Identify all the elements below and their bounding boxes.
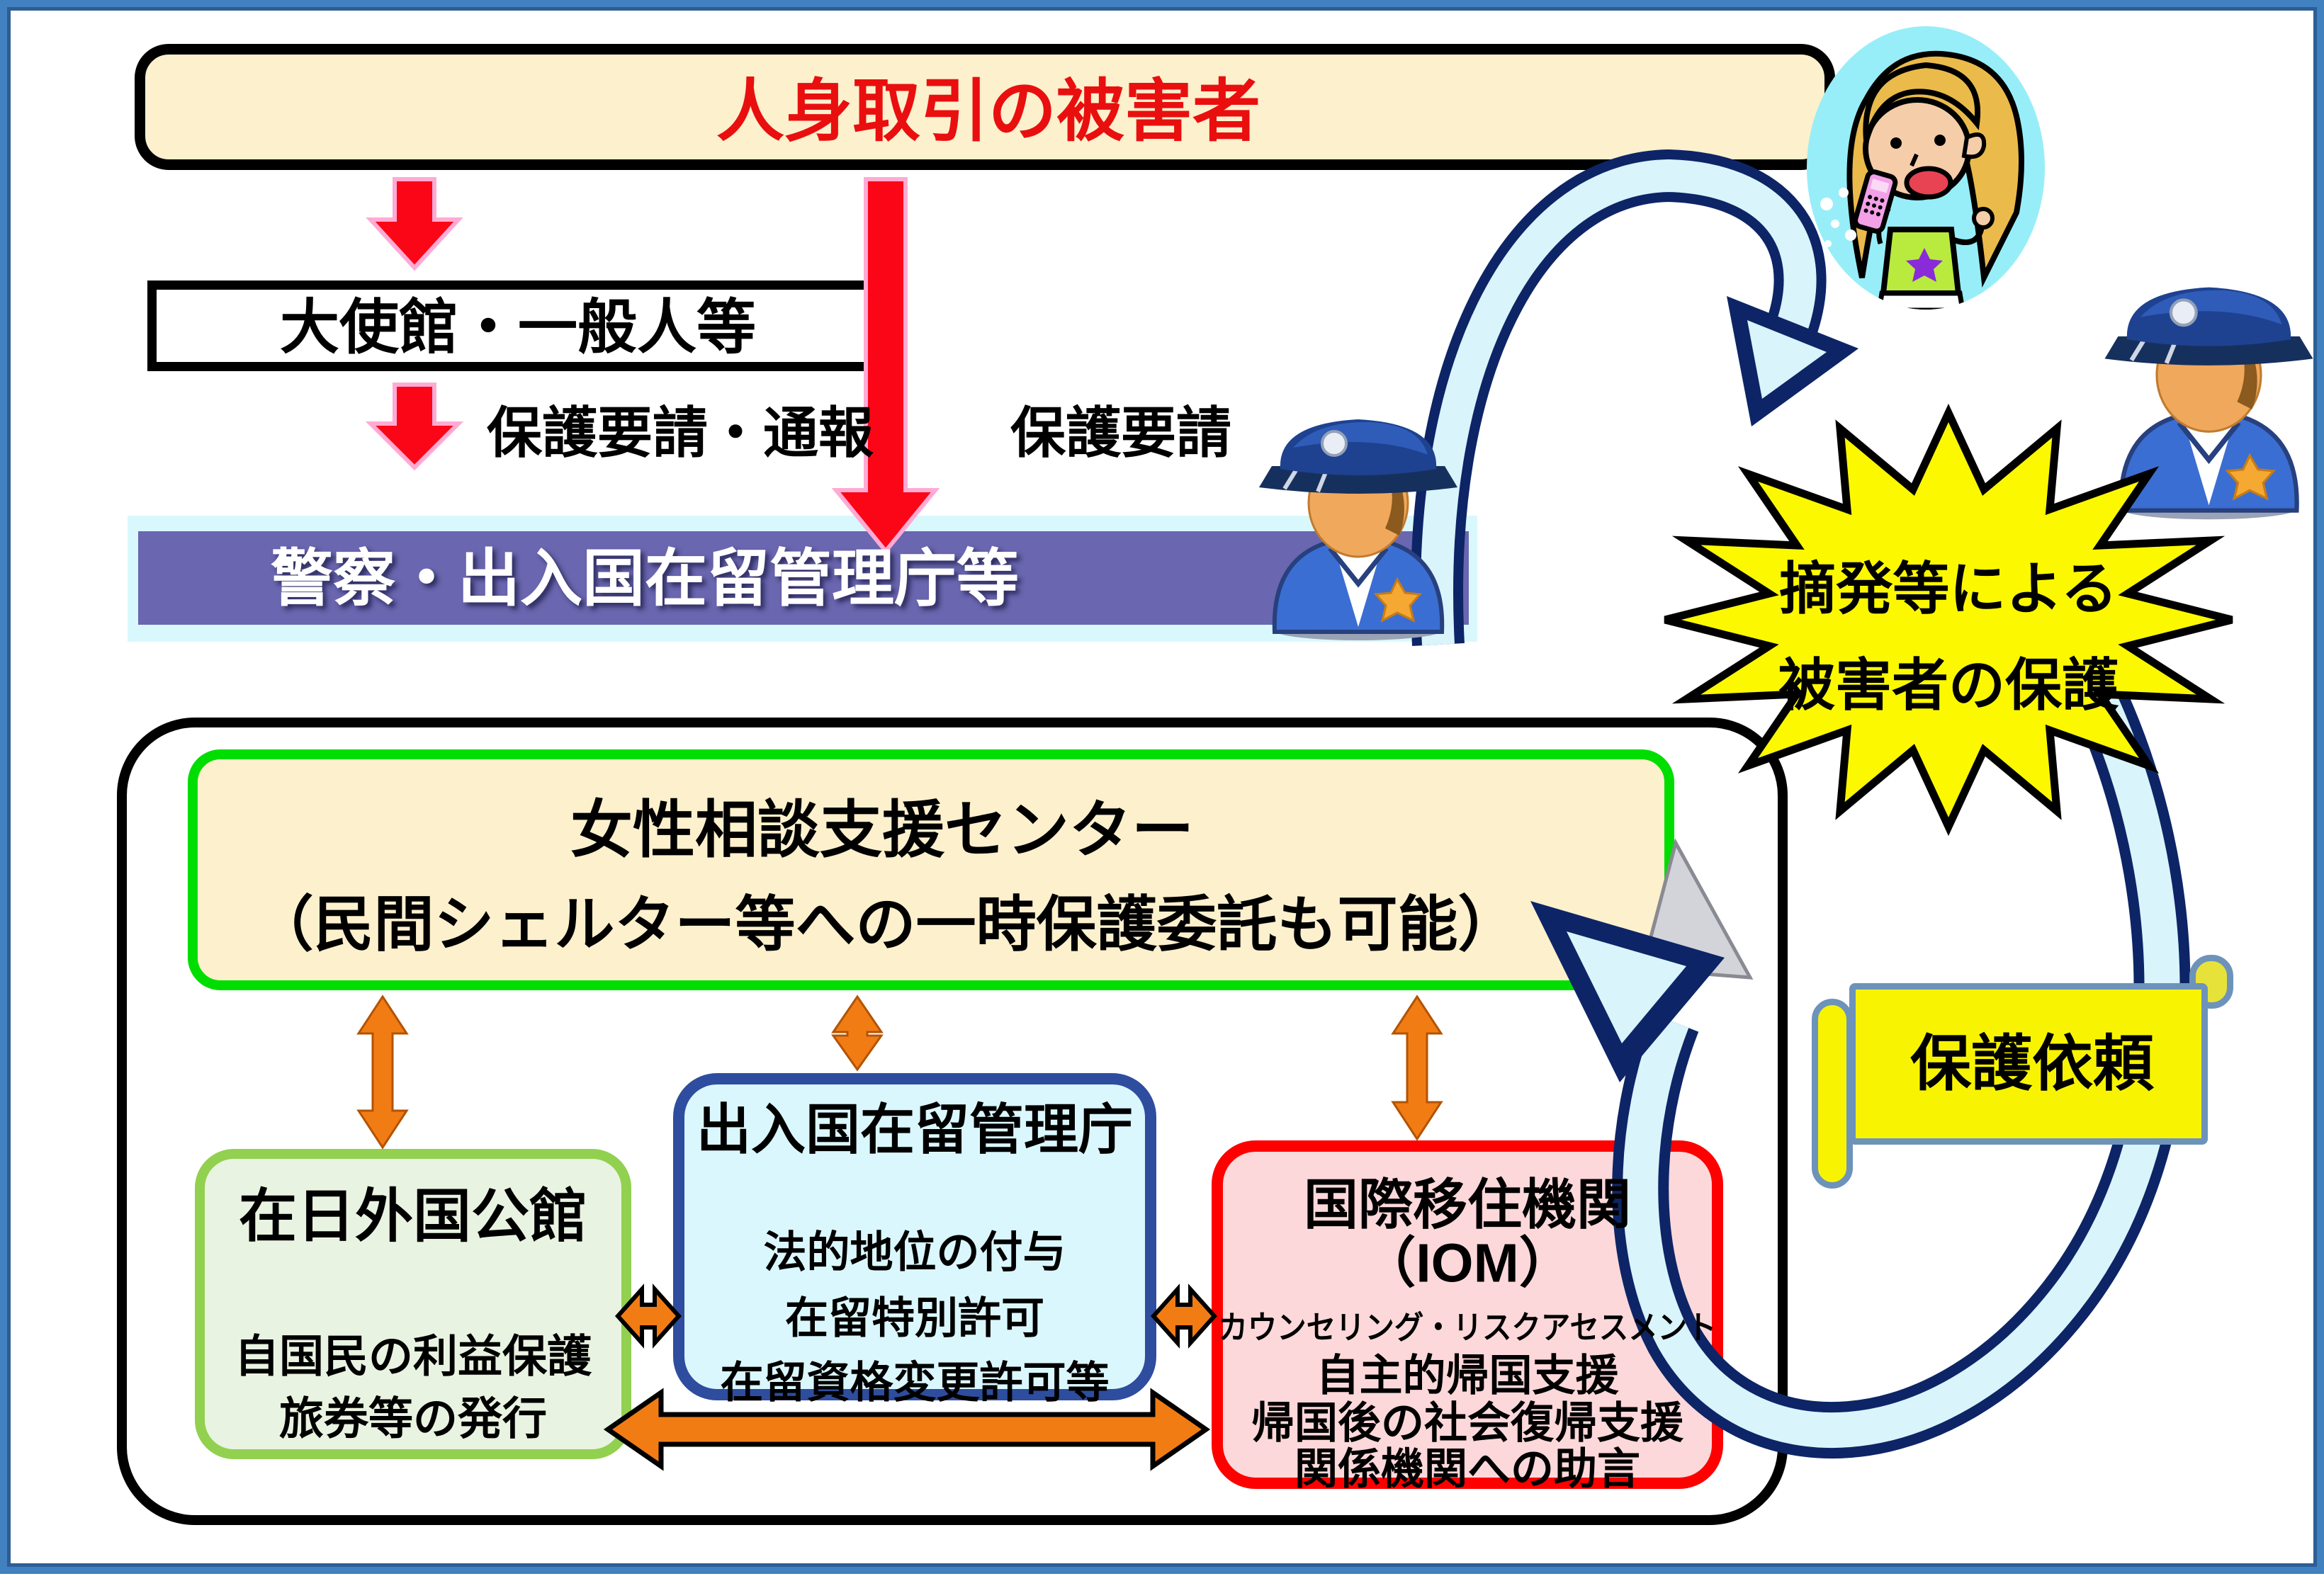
protection-request-report-label: 保護要請・通報 [486, 402, 874, 464]
protection-request-banner-label: 保護依頼 [1910, 1030, 2154, 1098]
arrow-immigration-iom [1150, 1284, 1218, 1349]
crackdown-starburst [1664, 403, 2233, 837]
foreign-missions-title: 在日外国公館 [238, 1184, 588, 1249]
womens-support-center-box [188, 749, 1674, 990]
victim-box [135, 44, 1835, 170]
iom-line: カウンセリング・リスクアセスメント [1218, 1309, 1717, 1346]
immigration-agency-title: 出入国在留管理庁 [696, 1099, 1133, 1161]
immigration-agency-line: 在留資格変更許可等 [720, 1358, 1110, 1407]
protection-request-label: 保護要請 [1010, 402, 1232, 464]
scroll-banner-roll [1812, 999, 1853, 1189]
arrow-center-immigration [831, 994, 884, 1072]
arrow-center-consulate [356, 994, 409, 1150]
foreign-missions-box [195, 1149, 631, 1459]
arrow-consulate-immigration [614, 1284, 682, 1349]
iom-line: 関係機関への助言 [1294, 1444, 1641, 1493]
red-arrow-victim-to-embassy [366, 177, 463, 271]
arch-ribbon-arrow [1411, 149, 1858, 646]
iom-line: 自主的帰国支援 [1316, 1351, 1619, 1400]
embassy-box [147, 280, 889, 371]
protection-request-banner [1849, 983, 2208, 1145]
orange-link-arrows [356, 994, 1443, 1471]
red-arrow-victim-to-police [831, 177, 940, 555]
iom-subtitle: （IOM） [1361, 1232, 1574, 1294]
crackdown-label-line1: 摘発等による [1779, 557, 2118, 620]
loop-ribbon-arrow [1530, 674, 2191, 1459]
embassy-box-label: 大使館・一般人等 [279, 294, 757, 361]
girl-on-phone-icon [1807, 26, 2045, 348]
womens-support-center-subtitle: （民間シェルター等への一時保護委託も可能） [253, 891, 1518, 959]
immigration-agency-line: 法的地位の付与 [763, 1228, 1066, 1276]
iom-title: 国際移住機関 [1304, 1174, 1631, 1236]
immigration-agency-box [673, 1073, 1156, 1400]
immigration-agency-line: 在留特別許可 [784, 1293, 1045, 1342]
iom-line: 帰国後の社会復帰支援 [1251, 1398, 1684, 1447]
foreign-missions-line: 旅券等の発行 [279, 1394, 547, 1444]
police-bar-label: 警察・出入国在留管理庁等 [270, 543, 1020, 613]
arrow-consulate-iom [603, 1388, 1211, 1471]
foreign-missions-line: 自国民の利益保護 [235, 1332, 592, 1382]
victim-box-title: 人身取引の被害者 [716, 74, 1260, 149]
frame-inner-border [7, 7, 2317, 1567]
red-down-arrows [365, 177, 940, 555]
red-arrow-embassy-to-police [365, 382, 464, 471]
police-bar [138, 531, 1469, 625]
womens-support-center-title: 女性相談支援センター [570, 795, 1195, 865]
arrows-and-icons-layer [356, 7, 2324, 1471]
arrow-center-iom [1391, 994, 1443, 1141]
crackdown-label-line2: 被害者の保護 [1778, 654, 2119, 717]
